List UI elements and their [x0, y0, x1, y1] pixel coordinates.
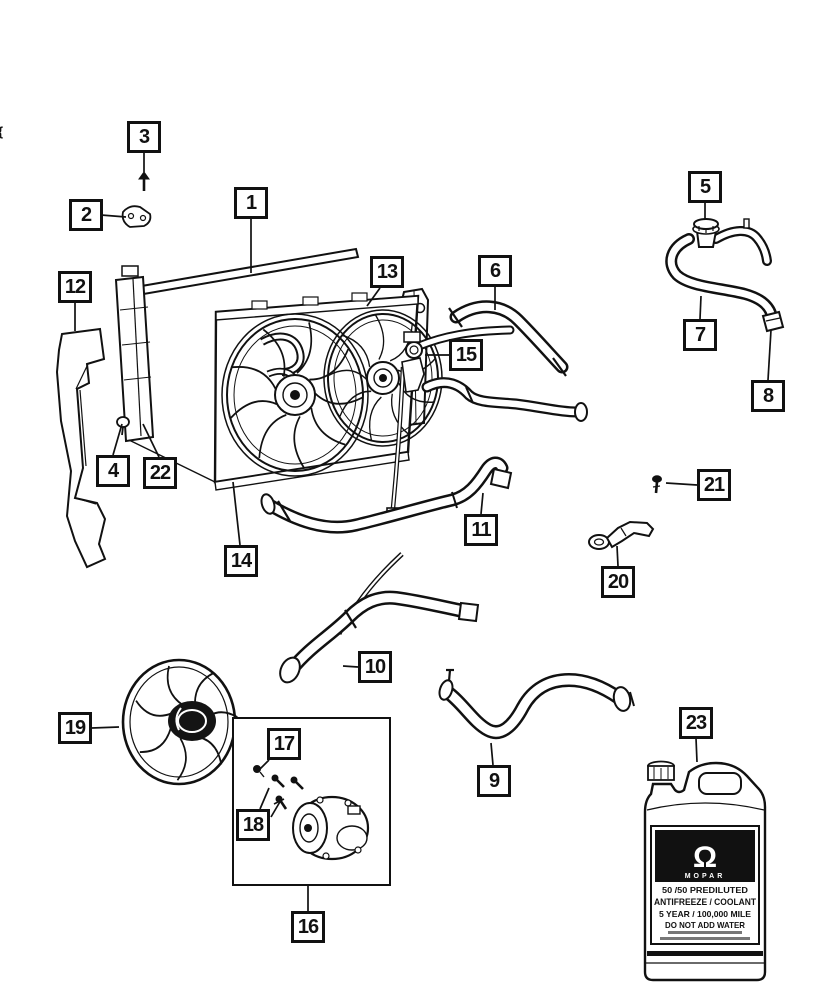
- leader-line-9: [490, 742, 494, 766]
- callout-20[interactable]: 20: [601, 566, 635, 598]
- callout-7[interactable]: 7: [683, 319, 717, 351]
- jug-handle-hole: [698, 772, 742, 795]
- callout-19[interactable]: 19: [58, 712, 92, 744]
- callout-3[interactable]: 3: [127, 121, 161, 153]
- radiator-drain-plug: [116, 416, 130, 428]
- callout-21[interactable]: 21: [697, 469, 731, 501]
- part-bracket-top: [121, 205, 152, 228]
- leader-line-17: [258, 759, 270, 771]
- jug-label-line2: ANTIFREEZE / COOLANT: [654, 897, 756, 908]
- leader-line-13: [366, 287, 381, 307]
- callout-18[interactable]: 18: [236, 809, 270, 841]
- leader-line-4: [112, 423, 123, 456]
- leader-lines: [74, 152, 772, 911]
- callout-17[interactable]: 17: [267, 728, 301, 760]
- callout-12[interactable]: 12: [58, 271, 92, 303]
- part-support-bracket: [588, 520, 655, 550]
- callout-16[interactable]: 16: [291, 911, 325, 943]
- jug-label: Ω MOPAR 50 /50 PREDILUTED ANTIFREEZE / C…: [650, 825, 760, 945]
- part-fan-blade: [121, 658, 239, 786]
- callout-6[interactable]: 6: [478, 255, 512, 287]
- callout-13[interactable]: 13: [370, 256, 404, 288]
- leader-line-8: [767, 329, 772, 381]
- part-water-pump: [292, 795, 370, 861]
- part-heater-hose: [438, 668, 635, 740]
- part-plug: [253, 765, 261, 773]
- part-lower-seal: [214, 451, 410, 491]
- callout-23[interactable]: 23: [679, 707, 713, 739]
- leader-line-18a: [259, 787, 270, 810]
- jug-brand-word: MOPAR: [685, 873, 726, 880]
- callout-14[interactable]: 14: [224, 545, 258, 577]
- leader-line-19: [91, 726, 120, 729]
- part-lower-hose: [260, 456, 513, 534]
- leader-line-2: [100, 214, 127, 218]
- part-hose-end-fitting: [761, 310, 785, 333]
- jug-fine-print: [668, 931, 742, 934]
- part-screw-bracket: [652, 475, 662, 494]
- jug-label-line3: 5 YEAR / 100,000 MILE: [659, 909, 751, 919]
- leader-line-23: [695, 737, 698, 763]
- callout-15[interactable]: 15: [449, 339, 483, 371]
- part-coolant-jug: Ω MOPAR 50 /50 PREDILUTED ANTIFREEZE / C…: [643, 760, 767, 982]
- jug-bottom-ridge: [647, 951, 763, 956]
- leader-line-11: [480, 492, 484, 515]
- callout-22[interactable]: 22: [143, 457, 177, 489]
- callout-11[interactable]: 11: [464, 514, 498, 546]
- callout-9[interactable]: 9: [477, 765, 511, 797]
- part-fan-module: [213, 292, 443, 491]
- leader-line-14: [232, 481, 241, 546]
- scan-edge-artifact: {: [0, 124, 3, 139]
- leader-line-7: [699, 295, 702, 320]
- part-hose-assembly: [386, 325, 588, 517]
- part-screw-top: [138, 171, 150, 191]
- part-coolant-tube: [665, 218, 785, 333]
- part-air-seal-left: [55, 327, 107, 569]
- callout-1[interactable]: 1: [234, 187, 268, 219]
- leader-line-10: [342, 665, 359, 668]
- callout-4[interactable]: 4: [96, 455, 130, 487]
- jug-fine-print: [660, 937, 750, 940]
- jug-label-line4: DO NOT ADD WATER: [665, 920, 745, 930]
- mopar-logo-icon: Ω: [693, 841, 717, 874]
- jug-label-line1: 50 /50 PREDILUTED: [662, 886, 748, 895]
- callout-5[interactable]: 5: [688, 171, 722, 203]
- callout-10[interactable]: 10: [358, 651, 392, 683]
- part-s-hose: [279, 552, 480, 684]
- part-water-pump-kit: [232, 717, 391, 886]
- leader-line-21: [665, 482, 698, 486]
- callout-8[interactable]: 8: [751, 380, 785, 412]
- part-upper-hose: [448, 300, 569, 377]
- callout-2[interactable]: 2: [69, 199, 103, 231]
- leader-line-18b: [270, 799, 282, 818]
- leader-line-22: [142, 423, 160, 458]
- leader-line-20: [616, 545, 619, 567]
